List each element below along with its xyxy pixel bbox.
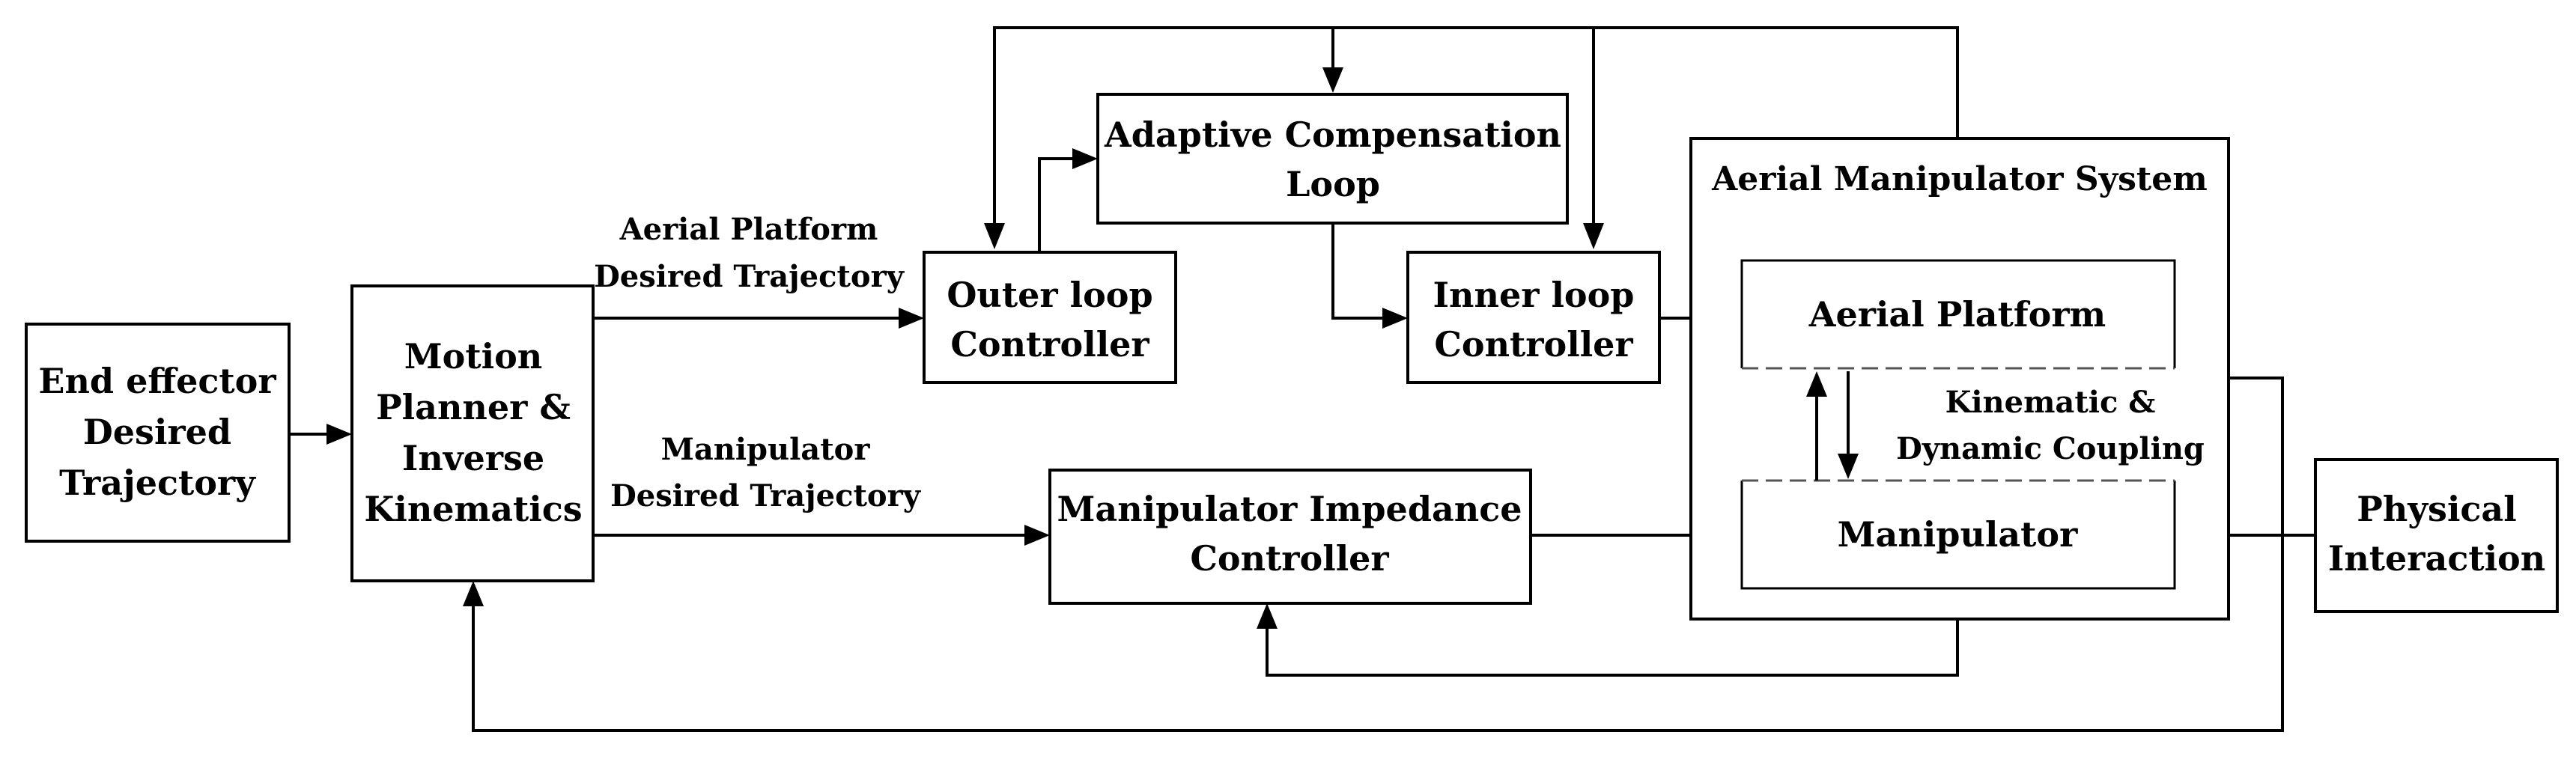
adaptive-compensation-label-line1: Adaptive Compensation <box>1104 115 1561 155</box>
outer-loop-label-line1: Outer loop <box>947 275 1152 315</box>
adaptive-compensation-block <box>1096 93 1569 225</box>
inner-loop-label-line2: Controller <box>1434 324 1633 365</box>
end-effector-label-line3: Trajectory <box>59 463 256 503</box>
aerial-manipulator-system-label: Aerial Manipulator System <box>1711 160 2208 198</box>
aerial-platform-trajectory-label-line1: Aerial Platform <box>619 212 878 247</box>
arrowhead-inner-loop-input <box>1382 308 1408 329</box>
end-effector-label-line1: End effector <box>38 361 276 401</box>
inner-loop-controller-block <box>1406 251 1661 384</box>
manipulator-trajectory-label-line1: Manipulator <box>661 432 871 467</box>
wire-top-feedback-bus <box>993 26 1959 223</box>
physical-interaction-label-line1: Physical <box>2357 489 2516 529</box>
arrowhead-impedance-input <box>1024 525 1050 546</box>
arrowhead-inner-loop-feedback <box>1583 223 1604 249</box>
arrowhead-outer-loop-feedback <box>984 223 1005 249</box>
arrowhead-planner-feedback <box>463 581 484 606</box>
motion-planner-label-line4: Kinematics <box>364 489 582 529</box>
wire-outer-to-adaptive <box>1038 157 1072 252</box>
outer-loop-label-line2: Controller <box>950 324 1149 365</box>
aerial-platform-label: Aerial Platform <box>1808 294 2106 335</box>
outer-loop-controller-block <box>923 251 1177 384</box>
aerial-platform-block <box>1740 259 2176 368</box>
aerial-platform-trajectory-label-line2: Desired Trajectory <box>594 259 905 294</box>
manipulator-trajectory-label-line2: Desired Trajectory <box>610 478 922 513</box>
coupling-label-line2: Dynamic Coupling <box>1896 431 2205 466</box>
arrowhead-adaptive-feedback <box>1322 67 1343 93</box>
wire-system-to-planner-feedback <box>472 377 2284 732</box>
motion-planner-label-line3: Inverse <box>402 438 544 478</box>
arrowhead-coupling-up <box>1806 371 1827 397</box>
motion-planner-block <box>350 284 595 582</box>
arrowhead-adaptive-input <box>1072 148 1098 169</box>
manipulator-label: Manipulator <box>1838 514 2078 555</box>
adaptive-compensation-label-line2: Loop <box>1286 164 1380 204</box>
impedance-controller-block <box>1048 469 1532 605</box>
motion-planner-label-line1: Motion <box>404 336 542 377</box>
aerial-manipulator-system-block <box>1689 137 2230 621</box>
end-effector-label-line2: Desired <box>83 412 231 452</box>
coupling-label-line1: Kinematic & <box>1945 385 2156 420</box>
physical-interaction-label-line2: Interaction <box>2328 538 2545 579</box>
motion-planner-label-line2: Planner & <box>376 387 571 427</box>
inner-loop-label-line1: Inner loop <box>1433 275 1635 315</box>
wire-adaptive-to-inner <box>1331 223 1382 320</box>
impedance-controller-label-line1: Manipulator Impedance <box>1057 489 1522 529</box>
manipulator-block <box>1740 481 2176 590</box>
arrowhead-coupling-down <box>1838 454 1859 479</box>
arrowhead-outer-loop-input <box>899 308 924 329</box>
impedance-controller-label-line2: Controller <box>1190 538 1389 579</box>
wire-system-to-impedance-feedback <box>1266 619 1959 677</box>
arrowhead-planner-input <box>326 424 352 445</box>
arrowhead-impedance-feedback <box>1257 603 1278 629</box>
physical-interaction-block <box>2314 458 2559 613</box>
end-effector-block <box>25 323 291 543</box>
